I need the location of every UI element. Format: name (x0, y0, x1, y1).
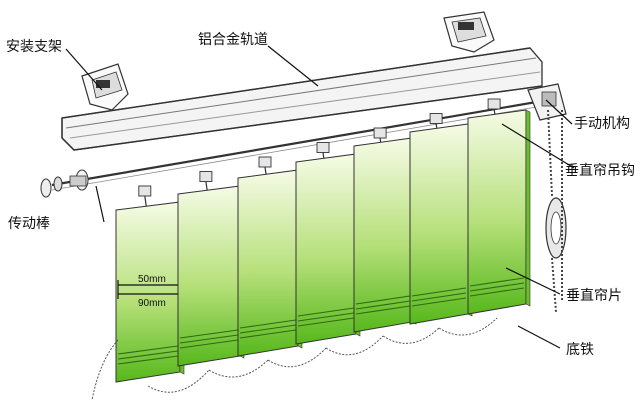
label-mounting-bracket: 安装支架 (6, 39, 62, 55)
label-mounting-bracket-group: 安装支架 (6, 39, 103, 91)
slat-chain (325, 335, 384, 356)
vertical-slat (467, 109, 531, 315)
vertical-slat (237, 169, 303, 357)
vertical-slat (295, 153, 361, 345)
label-bottom-weight-group: 底铁 (517, 325, 594, 358)
dimension-50mm: 50mm (138, 274, 166, 285)
bottom-weight (239, 319, 297, 339)
slat-chain-end (91, 339, 119, 401)
end-cap-left (40, 169, 89, 198)
label-aluminum-track-group: 铝合金轨道 (198, 32, 319, 87)
vertical-slat (409, 123, 473, 325)
slat-chain (147, 369, 210, 393)
slat-chain (267, 347, 327, 368)
label-aluminum-track: 铝合金轨道 (198, 32, 268, 48)
vertical-slats (91, 109, 531, 401)
label-drive-rod-group: 传动棒 (8, 185, 105, 232)
bottom-weight (117, 345, 179, 365)
vertical-slat (353, 137, 417, 333)
label-vertical-slat-group: 垂直帘片 (505, 267, 622, 304)
aluminum-track (61, 47, 543, 151)
label-vertical-slat: 垂直帘片 (566, 287, 622, 304)
mounting-bracket-right (443, 11, 495, 53)
vertical-blind-hooks (138, 98, 501, 211)
slat-chain (438, 317, 498, 336)
bottom-weight (297, 307, 355, 327)
label-manual-mechanism-group: 手动机构 (545, 99, 630, 132)
pull-chain (547, 109, 563, 313)
slat-width-dimensions: 50mm 90mm (117, 274, 178, 309)
vertical-slat (115, 201, 185, 383)
bottom-weight (355, 295, 411, 315)
vertical-slat (177, 185, 245, 367)
label-vertical-hook-group: 垂直帘吊钩 (501, 123, 635, 179)
bottom-weight (469, 277, 525, 297)
dimension-90mm: 90mm (138, 298, 166, 309)
label-drive-rod: 传动棒 (8, 216, 50, 232)
bottom-weight (179, 329, 239, 349)
label-bottom-weight: 底铁 (566, 342, 594, 358)
mounting-bracket-left (81, 63, 129, 111)
manual-mechanism (527, 83, 567, 259)
slat-chain (382, 327, 440, 344)
drive-rod (51, 98, 549, 191)
bottom-weight (411, 287, 467, 307)
slat-chain (208, 359, 269, 378)
label-vertical-hook: 垂直帘吊钩 (565, 162, 635, 179)
label-manual-mechanism: 手动机构 (574, 116, 630, 132)
